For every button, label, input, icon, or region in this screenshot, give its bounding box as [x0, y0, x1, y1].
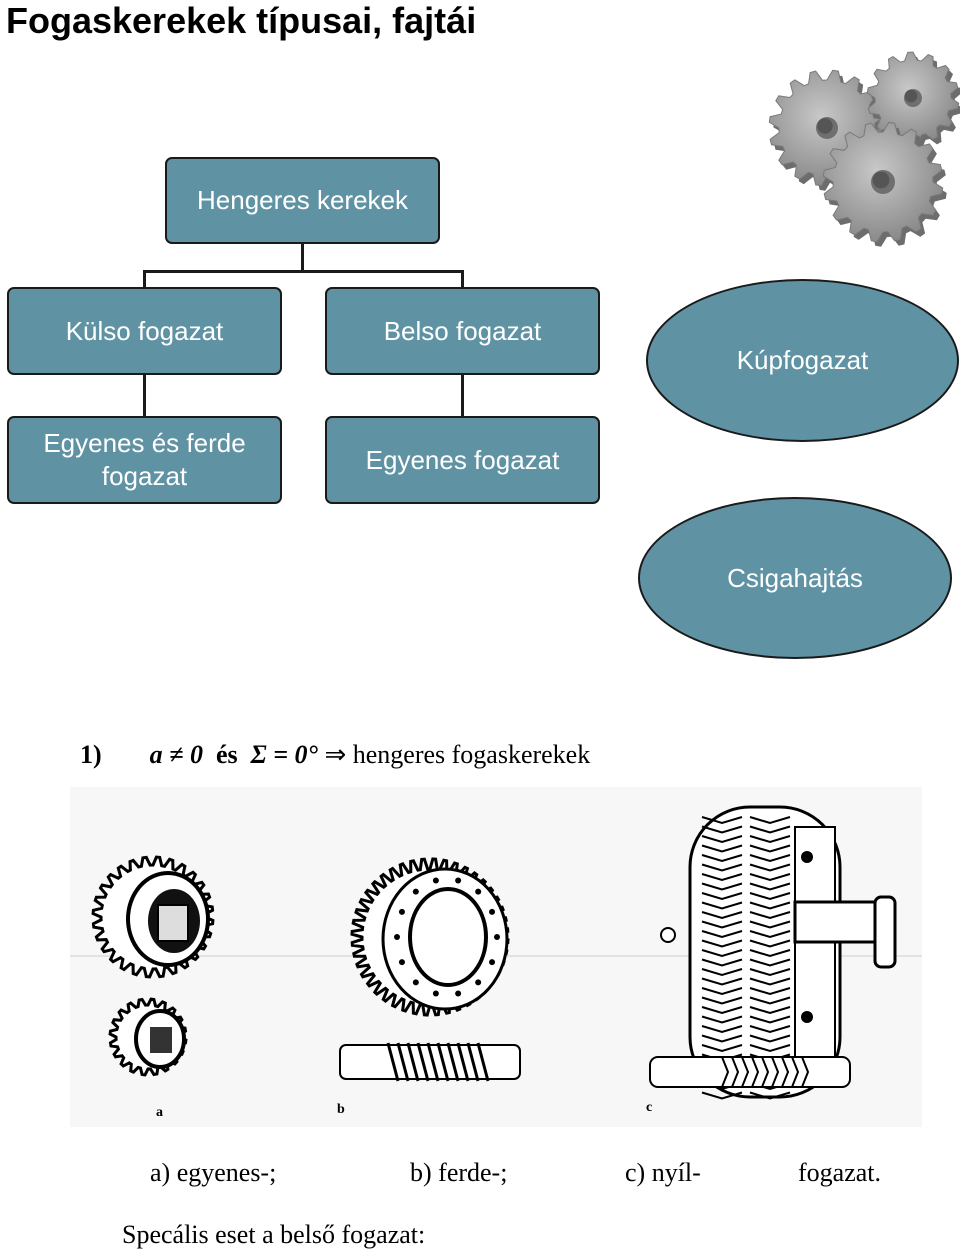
caption-row: a) egyenes-; b) ferde-; c) nyíl- fogazat… — [0, 1158, 960, 1190]
oval-kupfogazat: Kúpfogazat — [646, 279, 959, 442]
gear-types-figure — [70, 787, 922, 1127]
formula-sigma: Σ = 0° — [250, 740, 318, 769]
formula-a: a ≠ 0 — [149, 740, 203, 769]
tree-left-child-box: Egyenes és ferde fogazat — [7, 416, 282, 504]
herringbone-gear-drawing — [649, 805, 897, 1100]
caption-suffix: fogazat. — [798, 1158, 882, 1187]
connector-line — [301, 242, 304, 272]
tree-middle-box: Belso fogazat — [325, 287, 600, 375]
formula-number: 1) — [80, 740, 102, 769]
formula-line: 1) a ≠ 0 és Σ = 0° ⇒ hengeres fogaskereke… — [80, 740, 590, 770]
figure-label-c: c — [646, 1100, 653, 1115]
tree-middle-child-box: Egyenes fogazat — [325, 416, 600, 504]
connector-line — [143, 373, 146, 419]
formula-result: hengeres fogaskerekek — [352, 740, 591, 769]
connector-line — [461, 270, 464, 290]
tree-left-box: Külso fogazat — [7, 287, 282, 375]
page-title: Fogaskerekek típusai, fajtái — [6, 0, 477, 41]
oval-csigahajtas: Csigahajtás — [638, 497, 952, 659]
connector-line — [143, 270, 464, 273]
special-case-text: Specális eset a belső fogazat: — [122, 1220, 426, 1249]
connector-line — [143, 270, 146, 290]
caption-c: c) nyíl- — [625, 1158, 701, 1187]
gear-icon — [822, 121, 947, 247]
caption-b: b) ferde-; — [410, 1158, 508, 1187]
caption-a: a) egyenes-; — [150, 1158, 277, 1187]
tree-root-box: Hengeres kerekek — [165, 157, 440, 244]
connector-line — [461, 373, 464, 419]
figure-label-a: a — [156, 1105, 163, 1120]
figure-label-b: b — [337, 1102, 345, 1117]
gears-illustration — [768, 51, 960, 247]
spur-gear-drawing — [91, 855, 215, 1077]
implies-arrow: ⇒ — [324, 740, 347, 769]
helical-gear-drawing — [339, 857, 521, 1082]
formula-es: és — [215, 740, 238, 769]
